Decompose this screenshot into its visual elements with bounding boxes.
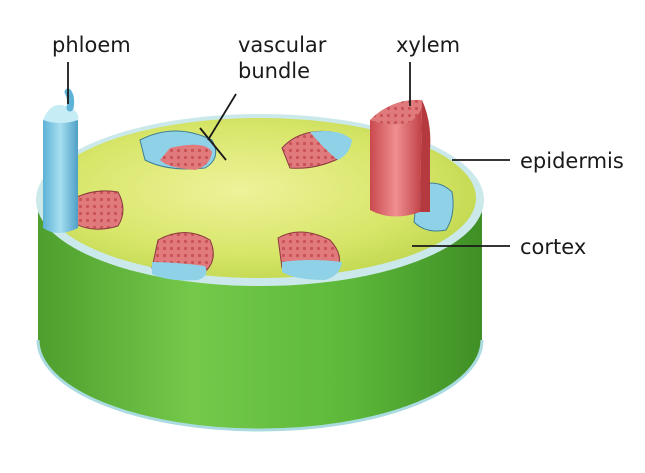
vascular-bundle — [281, 130, 352, 169]
label-cortex: cortex — [520, 235, 587, 259]
vascular-bundle — [151, 232, 214, 281]
vascular-leader-line-2 — [199, 127, 227, 161]
vascular-bundle — [277, 231, 342, 280]
vascular-leader-line — [207, 93, 237, 141]
label-vascular-line2: bundle — [238, 59, 311, 83]
leader-lines — [67, 62, 510, 247]
phloem-strand — [43, 88, 79, 233]
label-phloem: phloem — [52, 33, 131, 57]
vascular-bundle — [139, 130, 217, 170]
xylem-strand — [370, 99, 431, 217]
vascular-bundle — [71, 190, 124, 230]
vascular-bundles — [71, 130, 454, 281]
label-vascular-line1: vascular — [238, 33, 327, 57]
label-epidermis: epidermis — [520, 149, 624, 173]
label-xylem: xylem — [396, 33, 461, 57]
label-vascular-bundle: vascular bundle — [238, 32, 326, 84]
